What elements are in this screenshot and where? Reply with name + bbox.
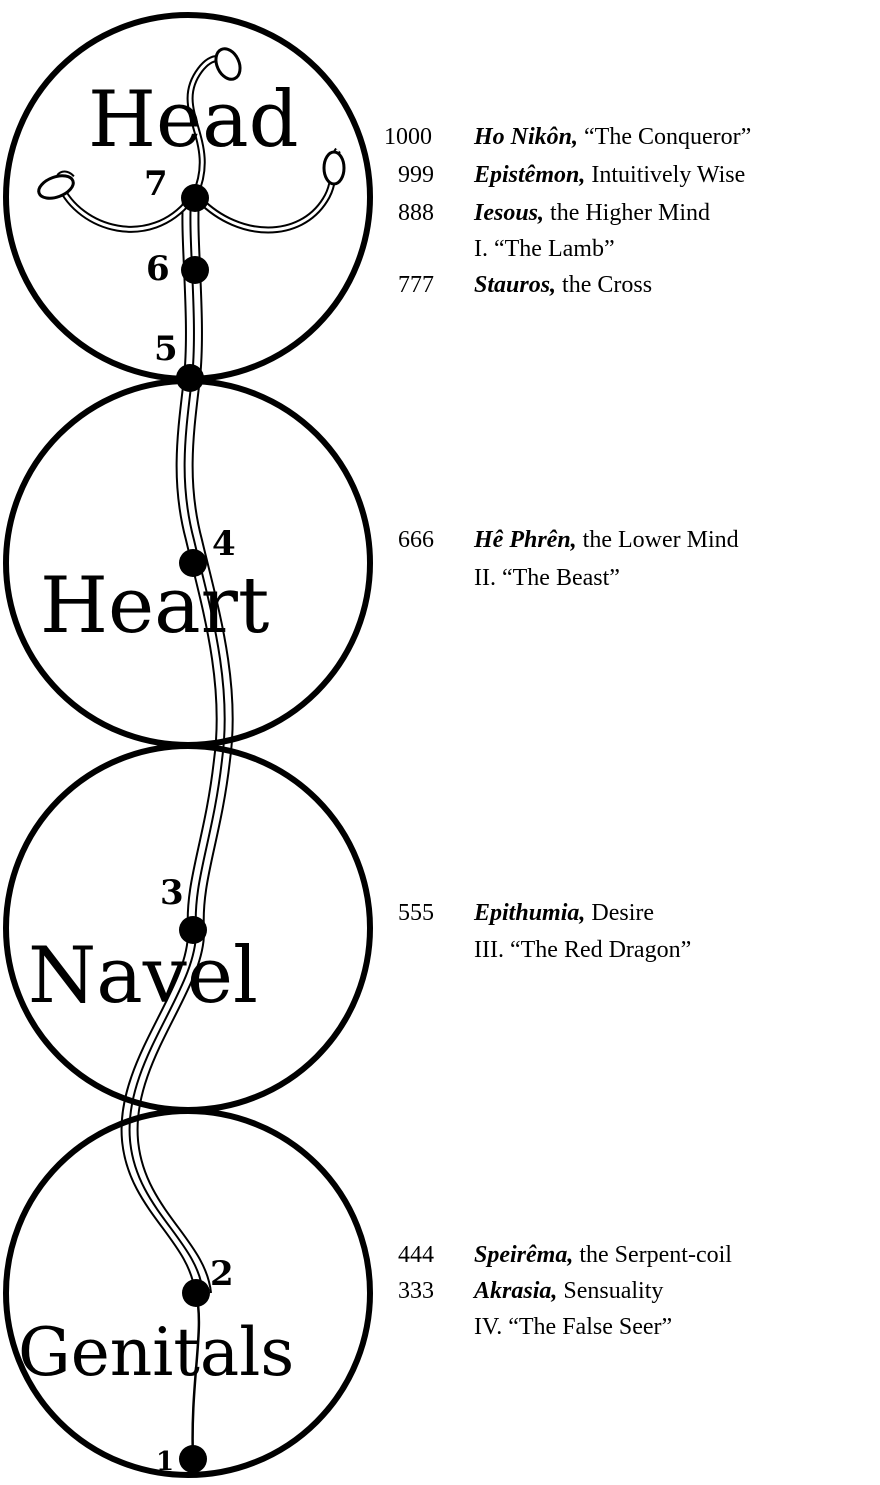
legend-gloss: I. “The Lamb” <box>474 236 615 262</box>
legend-term: Hê Phrên, <box>474 527 577 553</box>
circle-label-navel: Navel <box>28 931 258 1021</box>
point-1-label: 1 <box>156 1447 174 1477</box>
point-1-dot <box>179 1445 207 1473</box>
legend-gloss: Desire <box>591 900 655 926</box>
legend-gloss: the Serpent-coil <box>579 1242 732 1268</box>
point-5-dot <box>176 364 204 392</box>
legend-gloss: III. “The Red Dragon” <box>474 937 692 963</box>
point-2-label: 2 <box>210 1254 234 1294</box>
legend: 1000 Ho Nikôn, “The Conqueror” 999 Epist… <box>384 0 874 1480</box>
circle-label-head: Head <box>88 75 299 165</box>
point-5-label: 5 <box>154 329 178 369</box>
point-7-dot <box>181 184 209 212</box>
point-3-label: 3 <box>160 873 184 913</box>
chakra-points <box>176 184 210 1473</box>
point-6-label: 6 <box>146 249 170 289</box>
legend-gloss: the Cross <box>562 272 653 298</box>
point-7-label: 7 <box>144 164 168 204</box>
legend-value: 444 <box>398 1242 434 1268</box>
legend-gloss: “The Conqueror” <box>584 124 752 150</box>
legend-value: 1000 <box>384 124 432 150</box>
legend-value: 555 <box>398 900 434 926</box>
legend-value: 666 <box>398 527 434 553</box>
legend-term: Speirêma, <box>474 1242 574 1268</box>
circle-label-heart: Heart <box>40 561 269 651</box>
legend-value: 999 <box>398 162 434 188</box>
legend-value: 777 <box>398 272 434 298</box>
legend-gloss: IV. “The False Seer” <box>474 1314 673 1340</box>
legend-term: Stauros, <box>474 272 557 298</box>
point-4-dot <box>179 549 207 577</box>
serpent-heads <box>37 47 346 234</box>
legend-value: 888 <box>398 200 434 226</box>
legend-term: Epistêmon, <box>474 162 586 188</box>
legend-gloss: the Higher Mind <box>550 200 711 226</box>
legend-value: 333 <box>398 1278 434 1304</box>
legend-term: Ho Nikôn, <box>474 124 579 150</box>
legend-term: Epithumia, <box>474 900 586 926</box>
point-4-label: 4 <box>212 524 236 564</box>
point-6-dot <box>181 256 209 284</box>
legend-term: Iesous, <box>474 200 545 226</box>
legend-gloss: II. “The Beast” <box>474 565 620 591</box>
legend-gloss: Sensuality <box>563 1278 664 1304</box>
legend-gloss: the Lower Mind <box>582 527 739 553</box>
legend-gloss: Intuitively Wise <box>591 162 746 188</box>
circle-label-genitals: Genitals <box>18 1314 294 1391</box>
point-2-dot <box>182 1279 210 1307</box>
legend-term: Akrasia, <box>474 1278 558 1304</box>
point-3-dot <box>179 916 207 944</box>
circle-genitals <box>3 1108 373 1478</box>
